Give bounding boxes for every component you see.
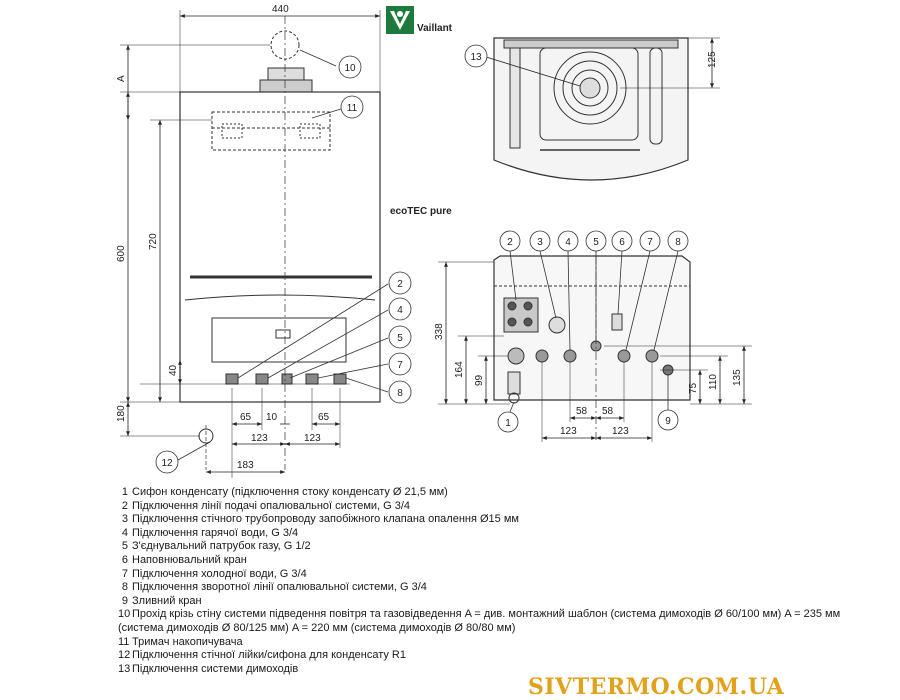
vaillant-logo: Vaillant [386,6,453,34]
callout-13: 13 [470,52,482,63]
legend-num: 12 [118,649,131,662]
legend-item-7: 7 Підключення холодної води, G 3/4 [118,568,888,582]
callout-front-4: 4 [397,305,403,316]
callout-bottom-3: 3 [537,237,543,248]
dim-99: 99 [474,374,485,386]
top-view [493,37,689,181]
legend-text: Підключення лінії подачі опалювальної си… [132,499,411,512]
callout-12: 12 [161,458,173,469]
front-view [179,16,381,470]
legend-text: Підключення холодної води, G 3/4 [132,567,307,580]
dim-110: 110 [708,374,719,390]
dim-height-720: 720 [148,233,159,250]
bottom-callouts [497,230,689,433]
dim-125: 125 [707,51,718,68]
front-callouts [155,49,412,474]
legend-text: Підключення гарячої води, G 3/4 [132,526,299,539]
dim-123-left: 123 [251,433,268,444]
legend-num: 9 [121,594,128,607]
callout-bottom-4: 4 [565,237,571,248]
legend-num: 1 [121,486,128,498]
dim-58-left: 58 [576,406,588,417]
dim-bottom-123-left: 123 [560,426,577,437]
legend-item-4: 4 Підключення гарячої води, G 3/4 [118,527,888,541]
top-callouts [464,44,488,68]
callout-11: 11 [347,103,358,114]
legend-text: Сифон конденсату (підключення стоку конд… [132,486,448,498]
website-watermark: SIVTERMO.COM.UA [528,674,785,700]
legend-num: 13 [118,662,131,675]
legend-num: 5 [121,540,128,553]
callout-bottom-6: 6 [619,237,625,248]
legend-text: Підключення зворотної лінії опалювальної… [132,581,427,594]
callout-front-2: 2 [397,279,403,290]
dim-40: 40 [168,364,179,376]
dim-65-left: 65 [240,412,252,423]
callout-front-5: 5 [397,333,403,344]
legend-num: 4 [121,526,128,539]
legend-list: 1 Сифон конденсату (підключення стоку кон… [118,486,888,676]
callout-10: 10 [344,63,356,74]
callout-bottom-1: 1 [505,418,511,429]
legend-item-3: 3 Підключення стічного трубопроводу запоб… [118,513,888,527]
legend-item-6: 6 Наповнювальний кран [118,554,888,568]
callout-bottom-9: 9 [665,416,671,427]
dim-65-right: 65 [318,412,330,423]
bottom-callout-labels: 2 3 4 5 6 7 8 1 9 [505,237,681,429]
legend-text: Зливний кран [132,594,202,607]
legend-text: Прохід крізь стіну системи підведення по… [118,608,841,634]
bottom-view [493,240,691,440]
legend-text: З'єднувальний патрубок газу, G 1/2 [132,540,311,553]
legend-num: 2 [121,499,128,512]
dim-75: 75 [688,382,699,394]
dim-width-440: 440 [272,4,289,15]
callout-bottom-7: 7 [647,237,653,248]
front-dimension-labels: 440 A 600 720 40 180 65 10 65 123 123 18… [116,4,330,471]
dim-164: 164 [454,361,465,378]
dim-123-right: 123 [304,433,321,444]
legend-text: Підключення системи димоходів [132,662,299,675]
dim-height-600: 600 [116,245,127,262]
top-dimension-lines [485,37,720,89]
legend-num: 8 [121,581,128,594]
front-callout-labels: 10 11 2 4 5 7 8 12 [161,63,403,469]
dim-bottom-123-right: 123 [612,426,629,437]
callout-front-7: 7 [397,360,403,371]
bottom-dimension-lines [438,261,752,442]
legend-num: 7 [121,567,128,580]
legend-text: Наповнювальний кран [132,553,247,566]
bottom-dimension-labels: 338 164 99 58 58 123 123 75 110 135 [434,323,743,437]
front-dimension-lines [120,10,381,478]
dim-183: 183 [237,460,254,471]
legend-item-1: 1 Сифон конденсату (підключення стоку кон… [118,486,888,500]
dim-338: 338 [434,323,445,340]
legend-text: Підключення стічної лійки/сифона для кон… [132,649,406,662]
legend-text: Підключення стічного трубопроводу запобі… [132,513,519,526]
legend-text: Тримач накопичувача [132,635,243,648]
legend-num: 11 [118,635,130,648]
legend-num: 3 [121,513,128,526]
callout-bottom-8: 8 [675,237,681,248]
callout-bottom-2: 2 [507,237,513,248]
dim-58-right: 58 [602,406,614,417]
legend-item-2: 2 Підключення лінії подачі опалювальної с… [118,500,888,514]
callout-bottom-5: 5 [593,237,599,248]
brand-name: Vaillant [417,23,453,34]
legend-num: 10 [118,608,131,621]
legend-item-9: 9 Зливний кран [118,595,888,609]
legend-num: 6 [121,553,128,566]
dim-180: 180 [116,405,127,422]
model-name: ecoTEC pure [390,206,452,217]
installation-drawing: Vaillant ecoTEC pure [116,4,752,478]
dim-135: 135 [732,369,743,386]
legend-item-8: 8 Підключення зворотної лінії опалювально… [118,581,888,595]
legend-item-5: 5 З'єднувальний патрубок газу, G 1/2 [118,540,888,554]
dim-10: 10 [266,412,278,423]
dim-a-label: A [116,75,127,82]
callout-front-8: 8 [397,388,403,399]
